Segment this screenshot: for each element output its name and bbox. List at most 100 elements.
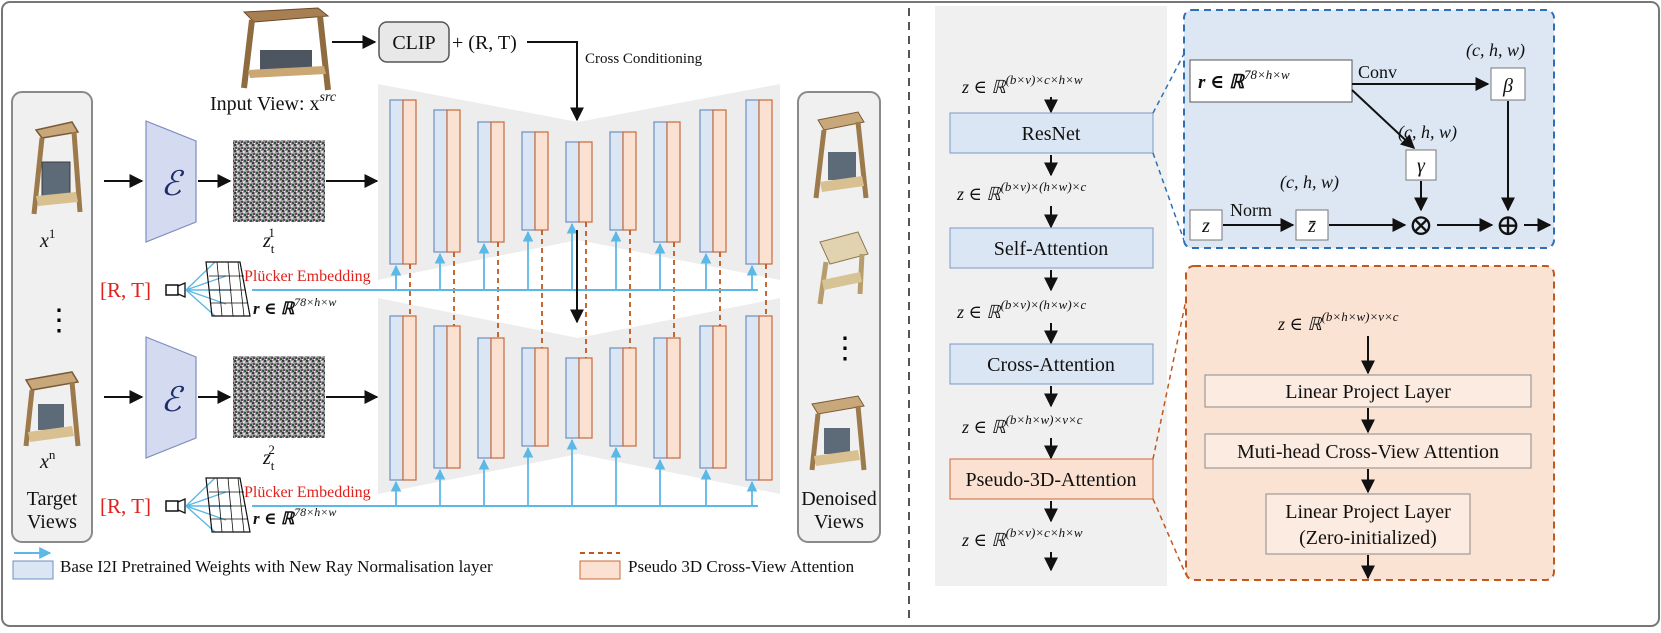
linear-project-2-label-2: (Zero-initialized) [1299,527,1437,549]
target-ellipsis: ⋮ [44,304,74,337]
noisy-latent-1 [233,140,325,222]
denoised-view-image-1 [813,111,869,199]
linear-project-2-label-1: Linear Project Layer [1285,501,1451,523]
unet-1-blue-block-1 [389,99,404,265]
unet-2-orange-block-9 [758,315,773,481]
unet-1-blue-block-8 [699,109,714,253]
middle-z1: z ∈ ℝ(b×v)×(h×w)×c [956,179,1086,204]
chw-label-gamma: (c, h, w) [1398,122,1457,143]
cross-conditioning-arrow [527,41,584,122]
pseudo-z-in: z ∈ ℝ(b×h×w)×v×c [1277,309,1399,334]
target-views-label-2: Views [27,511,77,533]
rt-label-2: [R, T] [100,494,151,518]
unet-1-blue-block-9 [745,99,760,265]
unet-2-blue-block-1 [389,315,404,481]
target-view-image-1 [31,121,83,215]
unet-1-blue-block-5 [565,141,580,223]
encoder-2-symbol: ℰ [161,382,185,419]
camera-icon-2 [165,477,251,533]
unet-2-orange-block-6 [622,347,637,447]
unet-1-blue-block-4 [521,131,536,231]
unet-2-blue-block-8 [699,325,714,469]
zoom-connector-blue-top [1152,49,1187,114]
unet-1-orange-block-7 [666,121,681,243]
legend-orange-swatch [579,560,621,580]
pseudo-3d-attention-label: Pseudo-3D-Attention [965,469,1136,491]
clip-plus-rt: + (R, T) [452,32,517,54]
unet-1-orange-block-5 [578,141,593,223]
plucker-label-1: Plücker Embedding [244,268,371,285]
unet-2-blue-block-7 [653,337,668,459]
unet-1-orange-block-3 [490,121,505,243]
input-view-label: Input View: xsrc [210,90,337,115]
unet-1-blue-block-6 [609,131,624,231]
unet-2-blue-block-2 [433,325,448,469]
z-label: z [1201,215,1210,237]
ray-input-label: r ∈ ℝ78×h×w [1198,67,1290,93]
mhcva-label: Muti-head Cross-View Attention [1237,441,1499,463]
camera-icon-1 [165,261,251,317]
unet-1-orange-block-2 [446,109,461,253]
beta-box [1490,67,1526,101]
legend-pseudo-label: Pseudo 3D Cross-View Attention [628,557,855,576]
unet-1-orange-block-8 [712,109,727,253]
linear-project-2 [1265,493,1471,555]
norm-label: Norm [1230,200,1272,220]
pseudo-3d-attention-block [949,458,1154,500]
cross-conditioning-label: Cross Conditioning [585,51,703,67]
encoder-1-symbol: ℰ [161,166,185,203]
unet-2-orange-block-3 [490,337,505,459]
clip-label: CLIP [392,32,435,54]
zoom-connector-orange-top [1152,299,1187,460]
target-views-label-1: Target [27,488,78,510]
unet-1-orange-block-9 [758,99,773,265]
beta-label: β [1502,75,1513,97]
chw-label-beta: (c, h, w) [1466,40,1525,61]
unet-2-blue-block-4 [521,347,536,447]
middle-z4: z ∈ ℝ(b×v)×c×h×w [961,525,1083,550]
denoised-views-label-1: Denoised [801,488,877,510]
ray-label-2: r ∈ ℝ78×h×w [253,505,336,528]
z2-label: zt2 [262,442,275,473]
unet-2-orange-block-4 [534,347,549,447]
arrow-ray-gamma [1351,89,1416,149]
add-icon: ⊕ [1495,209,1520,242]
unet-1-blue-block-7 [653,121,668,243]
middle-z2: z ∈ ℝ(b×v)×(h×w)×c [956,297,1086,322]
unet-2-orange-block-2 [446,325,461,469]
cross-attention-block [949,343,1154,385]
zbar-box [1295,209,1329,241]
denoised-view-image-n [809,395,867,471]
resnet-label: ResNet [1022,123,1081,145]
input-view-image [241,7,331,91]
linear-project-1-label: Linear Project Layer [1285,381,1451,403]
unet-2-orange-block-5 [578,357,593,439]
denoised-view-image-2 [817,231,869,305]
unet-1-blue-block-3 [477,121,492,243]
unet-2-orange-block-7 [666,337,681,459]
noisy-latent-2 [233,356,325,438]
self-attention-label: Self-Attention [994,238,1108,260]
self-attention-block [949,227,1154,269]
z1-label: zt1 [262,225,275,256]
legend-blue-swatch [12,560,54,580]
unet-1-orange-block-6 [622,131,637,231]
target-view-image-n [23,371,81,447]
target-xn-label: xn [39,447,56,473]
zoom-connector-blue-bottom [1152,152,1187,247]
plucker-label-2: Plücker Embedding [244,484,371,501]
middle-z3: z ∈ ℝ(b×h×w)×v×c [961,412,1083,437]
multiply-icon: ⊗ [1408,209,1433,242]
zoom-connector-orange-bottom [1152,498,1187,576]
unet-2-blue-block-5 [565,357,580,439]
ray-conditioning-lines [252,222,758,507]
unet-2-blue-block-6 [609,347,624,447]
resnet-block [949,112,1154,154]
unet-2-blue-block-9 [745,315,760,481]
target-x1-label: x1 [39,226,55,252]
z-box [1189,209,1223,241]
unet-1-orange-block-4 [534,131,549,231]
denoised-ellipsis: ⋮ [830,332,860,365]
conv-label: Conv [1358,62,1397,82]
